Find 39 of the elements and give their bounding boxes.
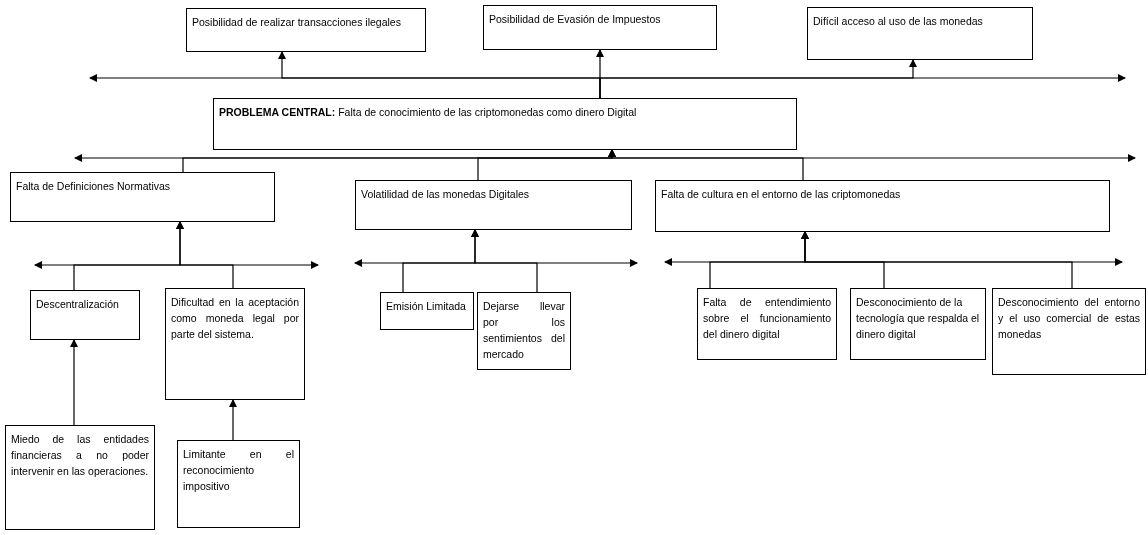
text-box	[10, 172, 275, 222]
box-text: Falta de Definiciones Normativas	[16, 179, 172, 194]
text-box	[355, 180, 632, 230]
box-text: Dejarse llevar por los sentimientos del mercado	[483, 299, 565, 362]
text-box	[177, 440, 300, 528]
arrow	[70, 339, 78, 426]
box-text: PROBLEMA CENTRAL: Falta de conocimiento de las criptomonedas como dinero Digital	[219, 105, 638, 120]
text-box	[5, 425, 155, 530]
box-text: Dificultad en la aceptación como moneda legal por parte del sistema.	[171, 295, 299, 342]
text-box	[992, 288, 1146, 375]
box-text: Miedo de las entidades financieras a no poder intervenir en las operaciones.	[11, 432, 149, 479]
box-text: Falta de entendimiento sobre el funcionamiento del dinero digital	[703, 295, 831, 342]
text-box	[186, 8, 426, 52]
text-box	[483, 5, 717, 50]
box-text: Falta de cultura en el entorno de las criptomonedas	[661, 187, 902, 202]
box-text: Descentralización	[36, 297, 120, 312]
arrow	[608, 149, 804, 181]
box-text: Posibilidad de Evasión de Impuestos	[489, 12, 662, 27]
arrow	[229, 399, 237, 441]
text-box	[213, 98, 797, 150]
text-box	[380, 292, 474, 330]
text-box	[165, 288, 305, 400]
box-text: Desconocimiento de la tecnología que respalda el dinero digital	[856, 295, 980, 342]
text-box	[850, 288, 986, 360]
text-box	[655, 180, 1110, 232]
text-box	[477, 292, 571, 370]
text-box	[30, 290, 140, 340]
text-box	[697, 288, 837, 360]
arrow	[801, 231, 1073, 289]
box-text: Desconocimiento del entorno y el uso comercial de estas monedas	[998, 295, 1140, 342]
arrow	[176, 221, 234, 289]
box-text: Difícil acceso al uso de las monedas	[813, 14, 984, 29]
text-box	[807, 7, 1033, 60]
arrow	[599, 59, 917, 99]
box-text: Emisión Limitada	[386, 299, 467, 314]
box-text: Volatilidad de las monedas Digitales	[361, 187, 531, 202]
box-text: Limitante en el reconocimiento impositivo	[183, 447, 294, 494]
arrow	[471, 229, 538, 293]
box-text: Posibilidad de realizar transacciones ilegales	[192, 15, 402, 30]
